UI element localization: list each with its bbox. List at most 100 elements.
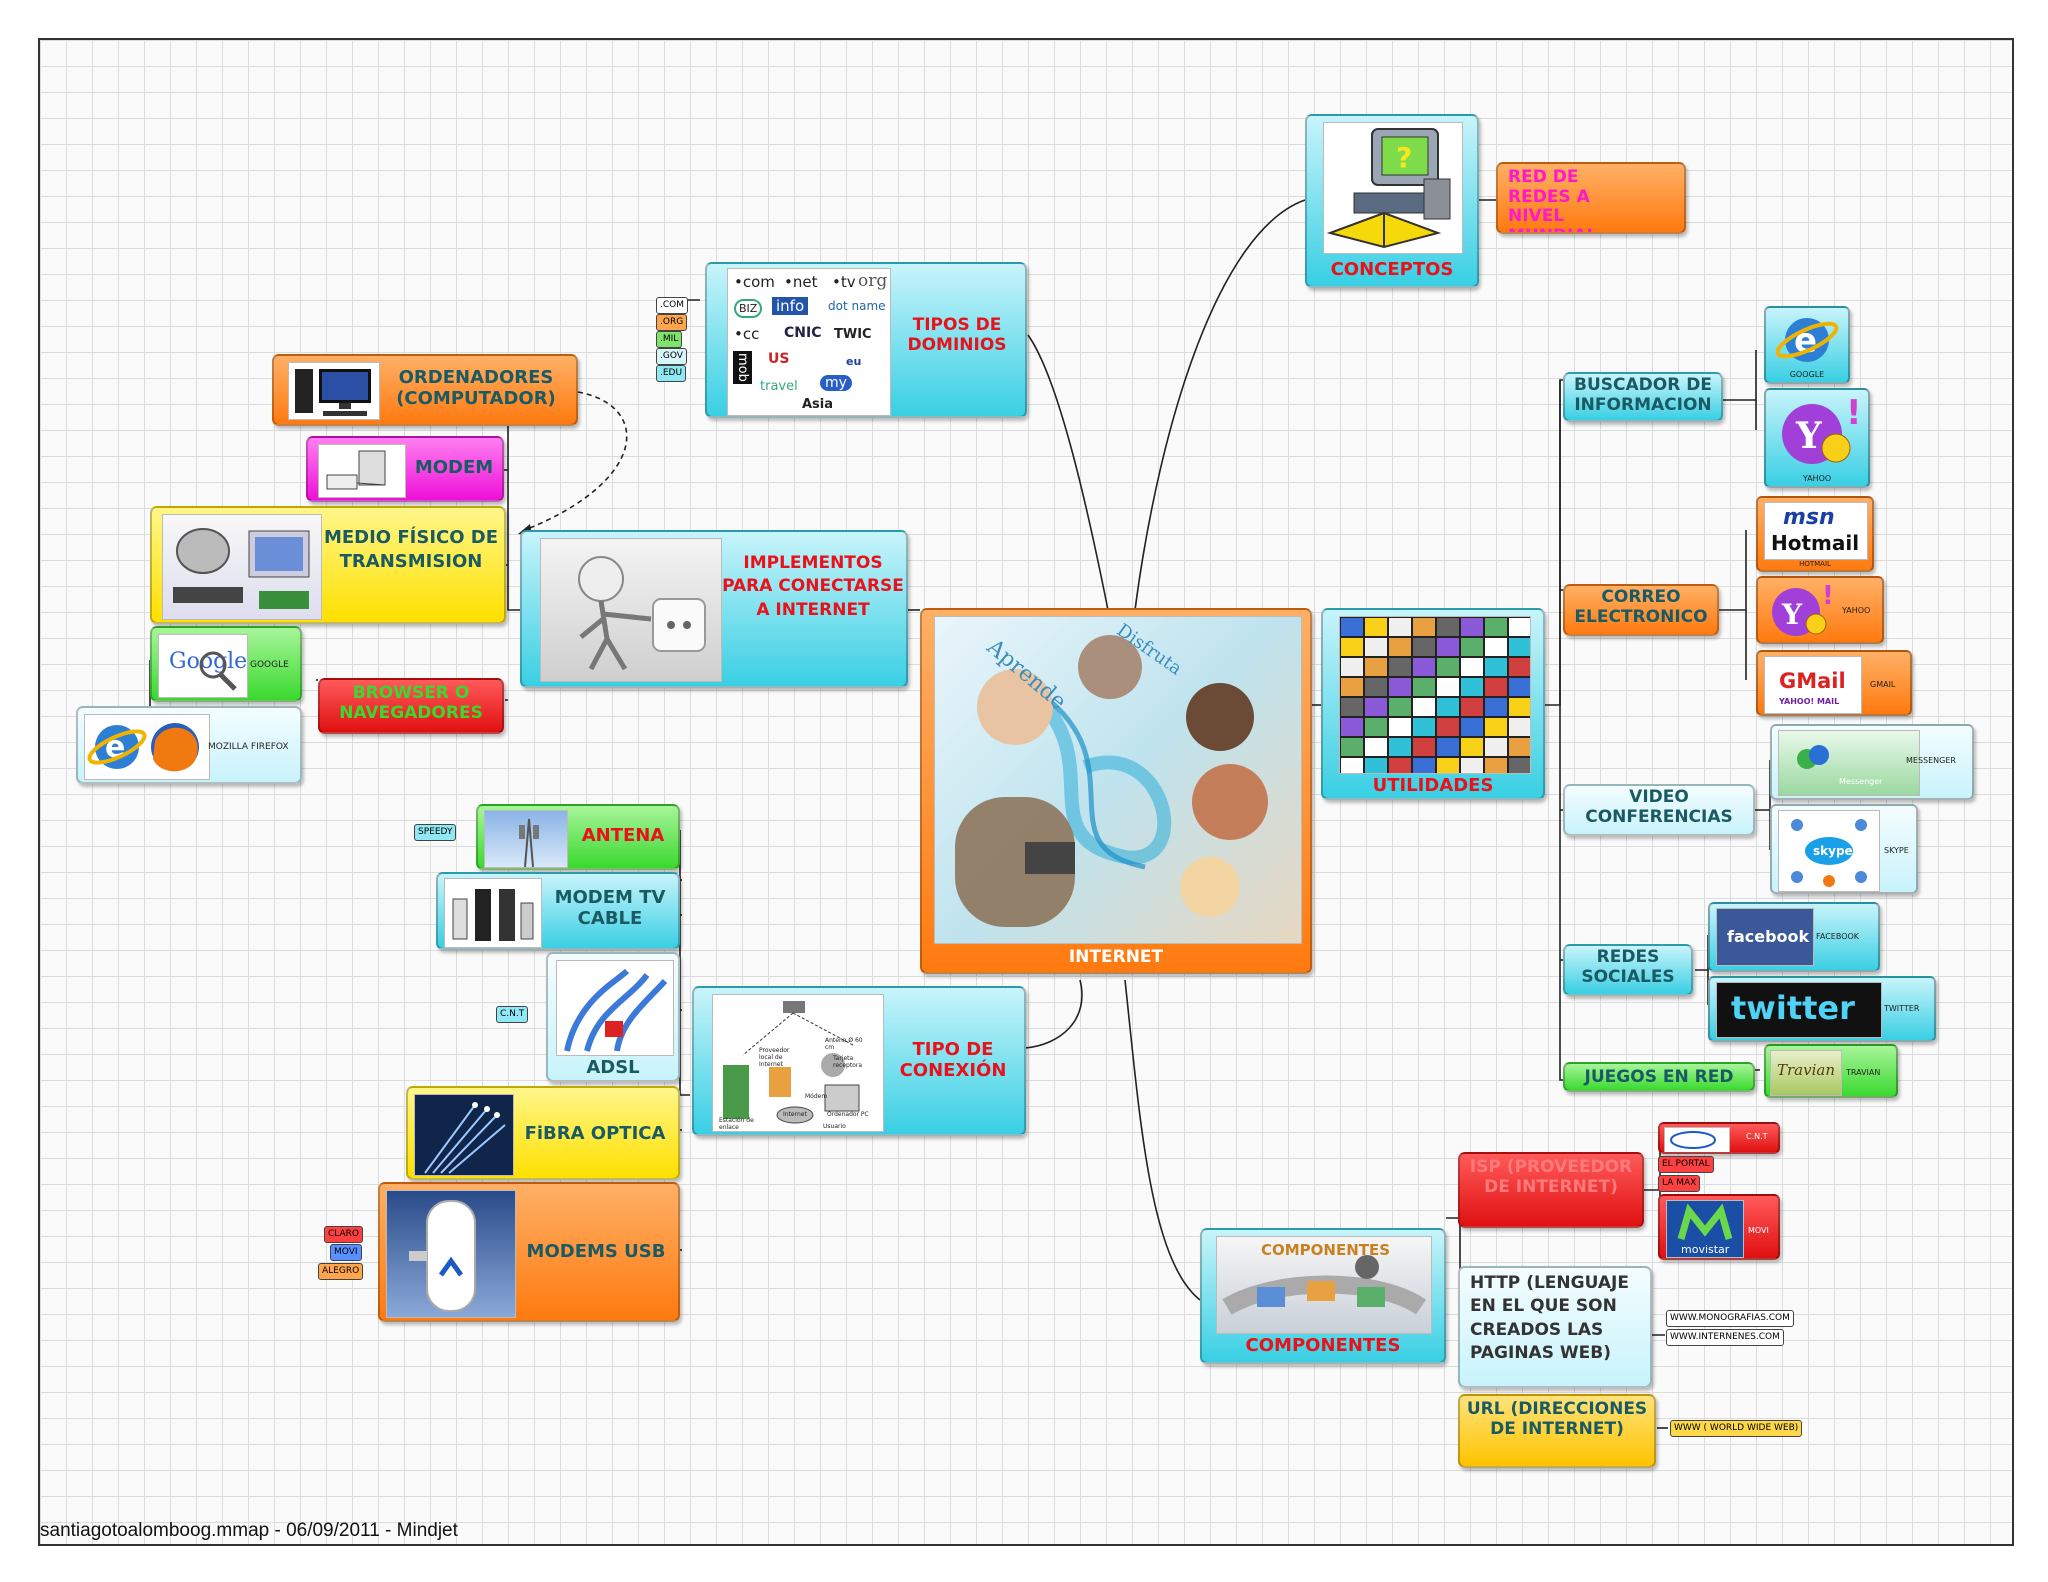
modem-illustration: [326, 450, 386, 490]
domain-logos-image: •com •net •tv org BIZ info dot name •cc …: [727, 268, 891, 416]
hotmail-logo-text: Hotmail: [1771, 531, 1860, 555]
website-thumbnail: [1389, 638, 1411, 656]
diagram-label-provider: Proveedor local de Internet: [759, 1047, 790, 1068]
skype-node[interactable]: skype SKYPE: [1770, 804, 1918, 894]
url-node[interactable]: URL (DIRECCIONES DE INTERNET): [1458, 1394, 1656, 1468]
website-thumbnail: [1509, 718, 1530, 736]
antena-node[interactable]: ANTENA: [476, 804, 680, 870]
website-thumbnail: [1437, 758, 1459, 773]
website-thumbnail: [1389, 678, 1411, 696]
http-node[interactable]: HTTP (LENGUAJE EN EL QUE SON CREADOS LAS…: [1458, 1266, 1652, 1388]
buscador-node[interactable]: BUSCADOR DE INFORMACION: [1563, 372, 1723, 422]
isp-tag-portal[interactable]: EL PORTAL: [1658, 1156, 1714, 1173]
domain-tag-org[interactable]: .ORG: [656, 314, 688, 331]
hotmail-logo-box: msn Hotmail: [1764, 502, 1868, 560]
twitter-node[interactable]: twitter TWITTER: [1708, 976, 1936, 1042]
browser-node[interactable]: BROWSER O NAVEGADORES: [318, 678, 504, 734]
modem-node[interactable]: MODEM: [306, 436, 504, 502]
google-node[interactable]: Google GOOGLE: [150, 626, 302, 702]
modems-usb-node[interactable]: MODEMS USB: [378, 1182, 680, 1322]
diagram-label-pc: Ordenador PC: [827, 1111, 869, 1118]
hotmail-label: HOTMAIL: [1799, 560, 1831, 568]
browser-label: BROWSER O NAVEGADORES: [339, 683, 483, 723]
logo-net: •net: [784, 273, 818, 291]
footer-filename: santiagotoalomboog.mmap - 06/09/2011 - M…: [40, 1520, 458, 1541]
transmission-devices-illustration: [173, 528, 310, 609]
isp-tag-max[interactable]: LA MAX: [1658, 1175, 1701, 1192]
http-label: HTTP (LENGUAJE EN EL QUE SON CREADOS LAS…: [1470, 1273, 1629, 1364]
svg-text:!: !: [1822, 581, 1834, 611]
logo-dotname: dot name: [828, 299, 886, 313]
implementos-node[interactable]: IMPLEMENTOS PARA CONECTARSE A INTERNET: [520, 530, 908, 688]
website-thumbnail: [1389, 658, 1411, 676]
cnt-tag[interactable]: C.N.T: [496, 1006, 529, 1023]
componentes-node[interactable]: COMPONENTES COMPONENTES: [1200, 1228, 1446, 1364]
gmail-node[interactable]: GMail YAHOO! MAIL GMAIL: [1756, 650, 1912, 716]
logo-org: org: [858, 271, 888, 291]
utilidades-node[interactable]: UTILIDADES: [1321, 608, 1545, 800]
http-tag-monografias[interactable]: WWW.MONOGRAFIAS.COM: [1666, 1310, 1794, 1327]
travian-node[interactable]: Travian TRAVIAN: [1764, 1044, 1898, 1098]
usb-tag-movi[interactable]: MOVI: [330, 1244, 362, 1261]
usb-tag-claro[interactable]: CLARO: [324, 1226, 363, 1243]
cnt-logo-node[interactable]: C.N.T: [1658, 1122, 1780, 1154]
ie-google-node[interactable]: e GOOGLE: [1764, 306, 1850, 384]
tipo-conexion-node[interactable]: Proveedor local de Internet Antena Ø 60 …: [692, 986, 1026, 1136]
medio-fisico-node[interactable]: MEDIO FÍSICO DE TRANSMISION: [150, 506, 506, 624]
tipo-conexion-title: TIPO DE CONEXIÓN: [899, 1039, 1007, 1081]
hotmail-node[interactable]: msn Hotmail HOTMAIL: [1756, 496, 1874, 572]
website-thumbnail: [1485, 638, 1507, 656]
domain-tag-gov[interactable]: .GOV: [656, 348, 687, 365]
website-thumbnail: [1413, 618, 1435, 636]
video-node[interactable]: VIDEO CONFERENCIAS: [1563, 784, 1755, 836]
yahoo-smiley-icon: Y !: [1782, 393, 1862, 464]
usb-tag-alegro[interactable]: ALEGRO: [318, 1263, 364, 1280]
logo-twic: TWIC: [834, 327, 872, 342]
website-thumbnail: [1389, 738, 1411, 756]
adsl-cables-illustration: [564, 968, 668, 1052]
medio-fisico-label: MEDIO FÍSICO DE TRANSMISION: [323, 527, 499, 573]
ordenadores-node[interactable]: ORDENADORES (COMPUTADOR): [272, 354, 578, 426]
domain-tag-mil[interactable]: .MIL: [656, 331, 683, 348]
modem-label: MODEM: [414, 457, 494, 478]
domain-tag-com[interactable]: .COM: [656, 297, 688, 314]
yahoo-buscador-node[interactable]: Y ! YAHOO: [1764, 388, 1870, 488]
website-thumbnail: [1461, 678, 1483, 696]
website-thumbnail: [1437, 718, 1459, 736]
collage-illustration: Aprende Disfruta: [955, 620, 1268, 927]
tipos-dominios-title: TIPOS DE DOMINIOS: [907, 315, 1007, 355]
gmail-logo-text: GMail: [1779, 669, 1846, 693]
diagram-label-antenna: Antena Ø 60 cm: [825, 1037, 863, 1051]
componentes-title: COMPONENTES: [1245, 1335, 1401, 1356]
isp-node[interactable]: ISP (PROVEEDOR DE INTERNET): [1458, 1152, 1644, 1228]
http-tag-internenes[interactable]: WWW.INTERNENES.COM: [1666, 1329, 1784, 1346]
juegos-node[interactable]: JUEGOS EN RED: [1563, 1062, 1755, 1092]
center-node-internet[interactable]: Aprende Disfruta INTERNET: [920, 608, 1312, 974]
messenger-node[interactable]: Messenger MESSENGER: [1770, 724, 1974, 800]
website-thumbnail: [1365, 638, 1387, 656]
tipos-dominios-node[interactable]: •com •net •tv org BIZ info dot name •cc …: [705, 262, 1027, 418]
yahoo-mail-node[interactable]: Y ! YAHOO: [1756, 576, 1884, 644]
modem-tv-node[interactable]: MODEM TV CABLE: [436, 872, 680, 950]
website-thumbnail: [1413, 758, 1435, 773]
buscador-label: BUSCADOR DE INFORMACION: [1574, 375, 1712, 415]
firefox-node[interactable]: e MOZILLA FIREFOX: [76, 706, 302, 784]
conceptos-node[interactable]: ? CONCEPTOS: [1305, 114, 1479, 288]
facebook-node[interactable]: facebook FACEBOOK: [1708, 902, 1880, 972]
svg-text:!: !: [1846, 393, 1862, 433]
correo-node[interactable]: CORREO ELECTRONICO: [1563, 584, 1719, 636]
speedy-tag[interactable]: SPEEDY: [414, 824, 457, 841]
juegos-label: JUEGOS EN RED: [1584, 1067, 1734, 1087]
url-tag-www[interactable]: WWW ( WORLD WIDE WEB): [1670, 1420, 1803, 1437]
logo-my: my: [820, 375, 852, 391]
movistar-node[interactable]: movistar MOVI: [1658, 1194, 1780, 1260]
redes-node[interactable]: REDES SOCIALES: [1563, 944, 1693, 996]
twitter-logo-box: twitter: [1716, 982, 1882, 1038]
fibra-node[interactable]: FiBRA OPTICA: [406, 1086, 680, 1180]
internet-explorer-icon: e: [1775, 318, 1839, 362]
antena-label: ANTENA: [581, 825, 665, 846]
red-de-redes-node[interactable]: RED DE REDES A NIVEL MUNDIAL: [1496, 162, 1686, 234]
domain-tag-edu[interactable]: .EDU: [656, 365, 687, 382]
website-thumbnail: [1437, 738, 1459, 756]
adsl-node[interactable]: ADSL: [546, 952, 680, 1082]
